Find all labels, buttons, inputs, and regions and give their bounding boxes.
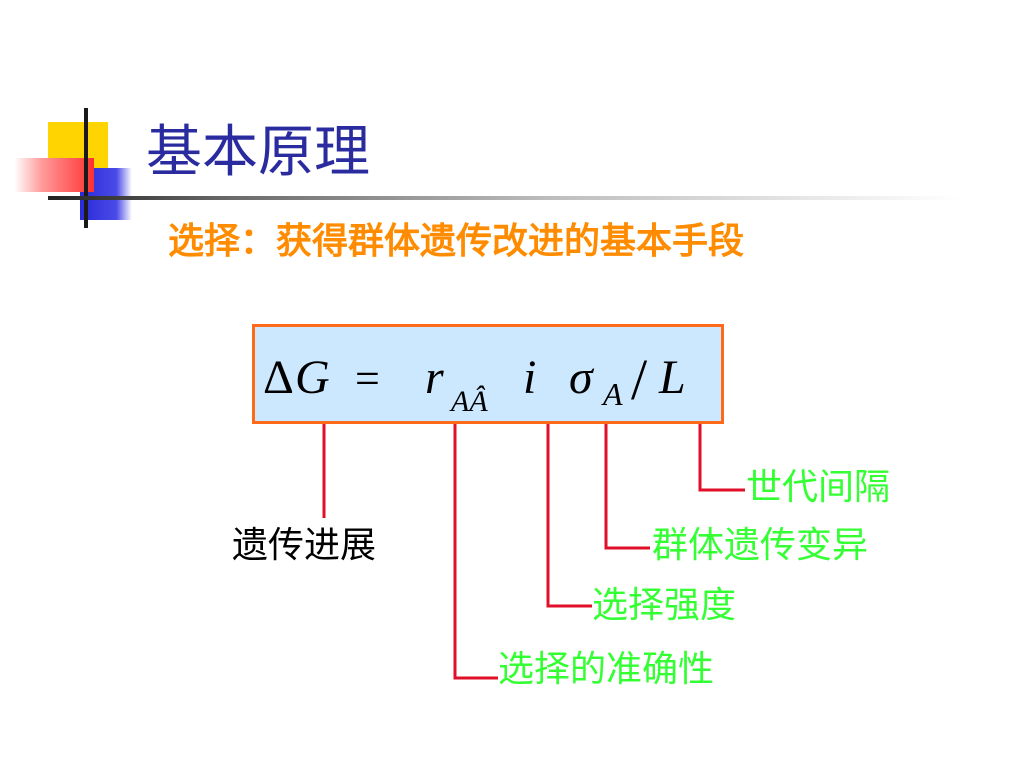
connector-genetic-variance	[604, 424, 650, 550]
formula-box: Δ G = r AÂ i σ A / L	[252, 324, 724, 424]
slide-subtitle: 选择：获得群体遗传改进的基本手段	[168, 221, 745, 262]
label-selection-accuracy: 选择的准确性	[498, 649, 715, 690]
formula-slash: /	[631, 347, 648, 412]
formula-i: i	[523, 351, 536, 404]
decor-red-bar	[14, 158, 94, 192]
connector-generation-interval	[698, 424, 745, 492]
formula-l: L	[658, 351, 686, 404]
formula-r-subscript: AÂ	[449, 385, 488, 418]
formula-delta: Δ	[263, 351, 294, 404]
slide-title: 基本原理	[146, 120, 370, 185]
label-selection-intensity: 选择强度	[592, 585, 737, 626]
label-population-genetic-variance: 群体遗传变异	[652, 525, 869, 566]
formula-sigma-subscript: A	[601, 376, 623, 412]
label-genetic-progress: 遗传进展	[232, 525, 377, 566]
connector-selection-intensity	[546, 424, 592, 608]
connector-selection-accuracy	[453, 424, 498, 680]
formula-sigma: σ	[569, 351, 595, 404]
formula-g: G	[295, 351, 330, 404]
formula: Δ G = r AÂ i σ A / L	[263, 347, 686, 418]
title-underline	[48, 196, 960, 200]
decor-vertical-line	[84, 108, 88, 228]
label-generation-interval: 世代间隔	[746, 467, 891, 508]
formula-equals: =	[355, 354, 380, 403]
formula-r: r	[425, 351, 444, 404]
